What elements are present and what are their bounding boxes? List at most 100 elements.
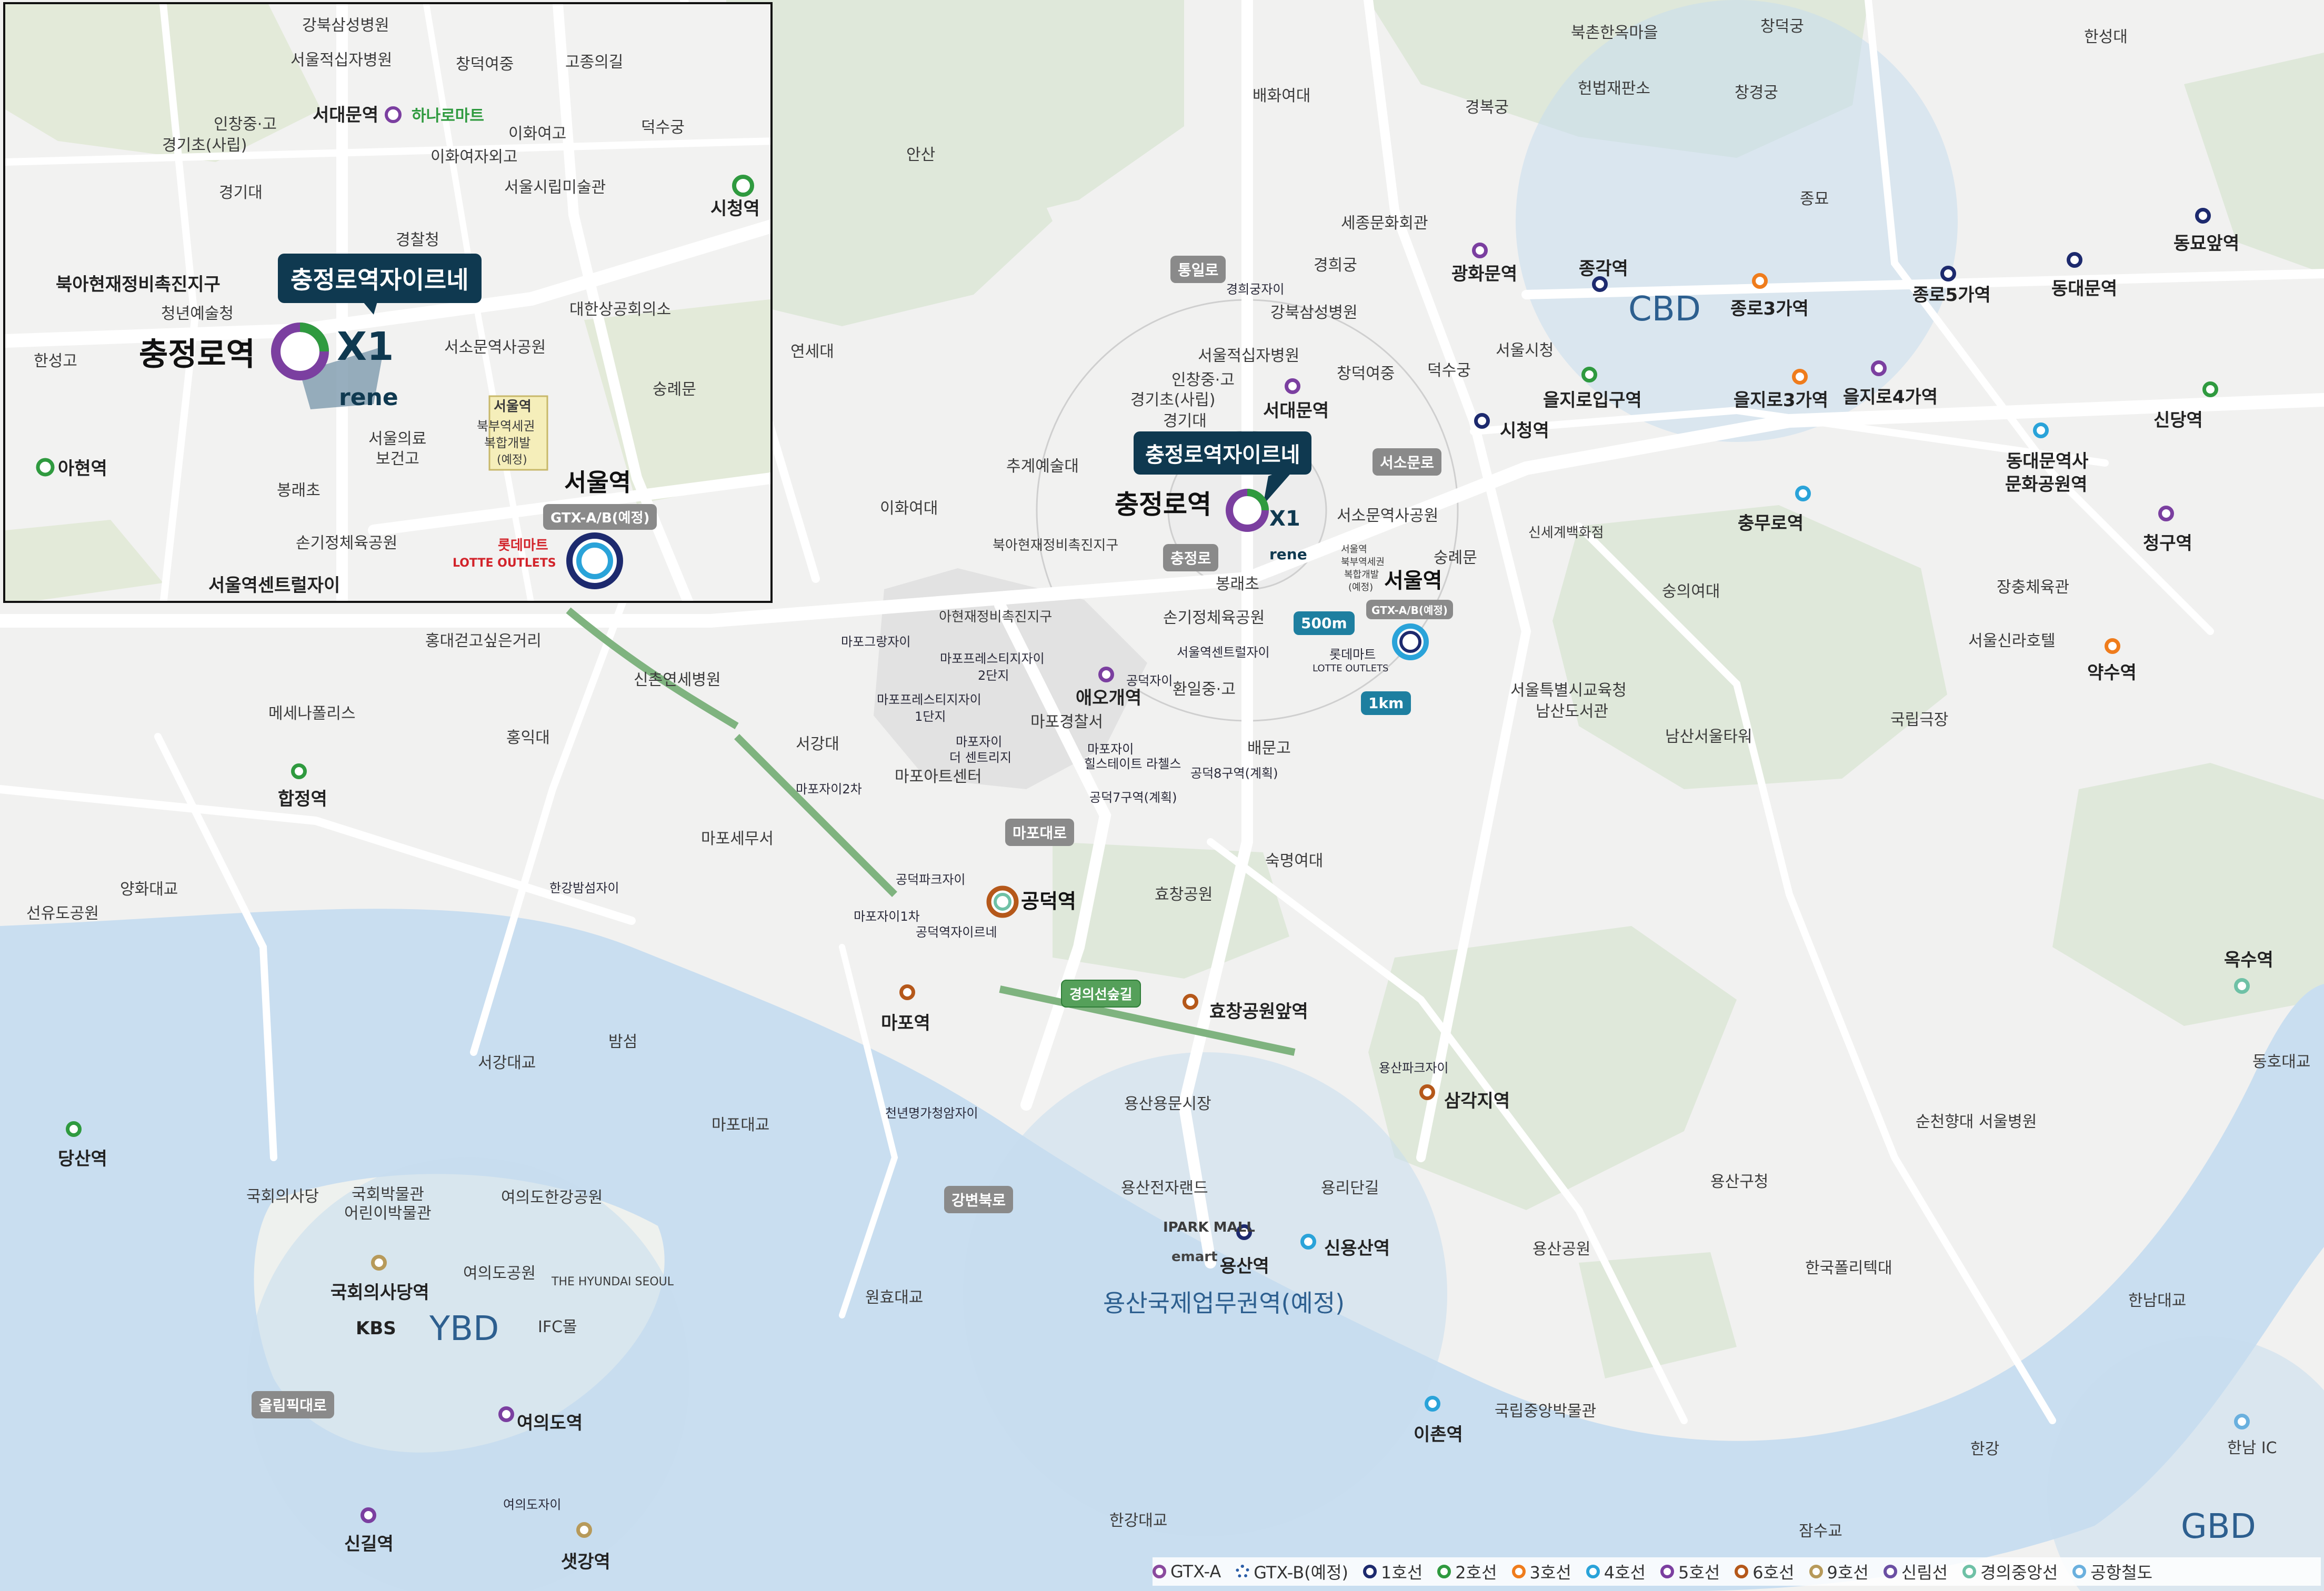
inset-rene-logo: rene <box>339 384 398 411</box>
label-ahyeon-dev: 아현재정비촉진지구 <box>939 609 1053 625</box>
label-yongsan-gu: 용산구청 <box>1710 1173 1769 1191</box>
station-dot-icon <box>371 1255 387 1271</box>
inset-police: 경찰청 <box>396 231 439 249</box>
label-ddp2: 문화공원역 <box>2005 474 2088 495</box>
tag-500m: 500m <box>1294 611 1355 635</box>
label-chugye: 추계예술대 <box>1006 457 1079 476</box>
label-jongmyo: 종묘 <box>1800 190 1829 208</box>
label-wonhyo: 원효대교 <box>865 1288 924 1307</box>
label-ydhangang: 여의도한강공원 <box>501 1189 603 1207</box>
station-dot-icon <box>1300 1234 1316 1250</box>
inset-seosomun-park: 서소문역사공원 <box>444 338 546 357</box>
label-mapo-xi1: 마포자이1차 <box>854 909 920 924</box>
label-changdeokgung: 창덕궁 <box>1760 17 1804 36</box>
inset-ewha-foreign: 이화여자외고 <box>430 148 518 166</box>
legend-swatch-icon <box>1236 1565 1250 1578</box>
label-mapo-xi2: 마포자이2차 <box>796 782 862 797</box>
legend-label: GTX-B(예정) <box>1254 1563 1349 1583</box>
label-chungjeongno-main: 충정로역 <box>1115 489 1211 520</box>
label-sungnyemun: 숭례문 <box>1434 549 1477 567</box>
inset-seoul-medical: 서울의료 <box>368 430 427 448</box>
label-dongho: 동호대교 <box>2252 1053 2311 1071</box>
tag-gyeongui-forest: 경의선숲길 <box>1061 980 1141 1008</box>
tag-olympic: 올림픽대로 <box>252 1391 334 1418</box>
inset-gojong: 고종의길 <box>565 53 624 72</box>
label-lotte-outlets: LOTTE OUTLETS <box>1313 663 1389 674</box>
legend-swatch-icon <box>1153 1565 1166 1578</box>
station-dot-icon <box>2202 381 2218 397</box>
legend-item: 공항철도 <box>2072 1559 2152 1584</box>
label-jongno3: 종로3가역 <box>1730 298 1809 319</box>
label-oksu: 옥수역 <box>2224 950 2273 971</box>
label-hansung: 한성대 <box>2084 28 2128 46</box>
legend-swatch-icon <box>1437 1565 1451 1578</box>
label-hangang-bam-xi: 한강밤섬자이 <box>549 881 619 895</box>
label-sinchon-hosp: 신촌연세병원 <box>634 671 721 689</box>
legend-swatch-icon <box>1883 1565 1897 1578</box>
label-ansan: 안산 <box>906 146 936 164</box>
label-yongsan-park: 용산공원 <box>1532 1240 1591 1258</box>
label-mapo-prestige1: 마포프레스티지자이 <box>877 692 981 707</box>
label-seoulstn-dev2: 북부역세권 <box>1341 557 1385 568</box>
label-bukahyeon: 북아현재정비촉진지구 <box>993 538 1119 553</box>
label-ifc: IFC몰 <box>538 1318 577 1336</box>
station-dot-icon <box>2195 208 2211 224</box>
label-mapo-art: 마포아트센터 <box>895 768 982 786</box>
label-gongdeok-park-xi: 공덕파크자이 <box>896 872 966 887</box>
label-mapo-xi-centri-b: 더 센트리지 <box>949 750 1012 765</box>
label-assembly: 국회의사당 <box>246 1187 319 1206</box>
label-saetgang: 샛강역 <box>561 1552 610 1573</box>
legend-item: GTX-B(예정) <box>1236 1559 1348 1584</box>
label-yanghwa: 양화대교 <box>120 880 178 899</box>
label-mapo-police: 마포경찰서 <box>1030 713 1103 731</box>
legend-label: 6호선 <box>1752 1563 1795 1583</box>
station-dot-icon <box>2105 638 2120 654</box>
inset-seoulstn-central: 서울역센트럴자이 <box>208 575 340 596</box>
label-bukchon: 북촌한옥마을 <box>1571 24 1658 42</box>
label-lottemart: 롯데마트 <box>1329 647 1376 662</box>
label-jongno5: 종로5가역 <box>1912 285 1991 306</box>
inset-gyeonggi-elem: 경기초(사립) <box>162 136 247 155</box>
inset-seoul-stn: 서울역 <box>564 468 631 497</box>
tag-gangbyeon: 강변북로 <box>944 1186 1014 1213</box>
label-yongsan-electro: 용산전자랜드 <box>1121 1179 1208 1197</box>
label-namsan-lib: 남산도서관 <box>1536 702 1608 721</box>
station-dot-icon <box>1472 243 1488 258</box>
inset-xi-logo: X1 <box>337 324 394 369</box>
label-yonsei: 연세대 <box>790 343 834 361</box>
label-baemun: 배문고 <box>1247 739 1291 758</box>
legend-item: 6호선 <box>1735 1559 1795 1584</box>
label-kids-museum: 어린이박물관 <box>344 1204 432 1223</box>
label-chungmuro: 충무로역 <box>1738 513 1804 534</box>
inset-kcci: 대한상공회의소 <box>569 300 672 319</box>
label-redcross: 서울적십자병원 <box>1198 347 1300 365</box>
tag-mapodaero: 마포대로 <box>1005 819 1075 846</box>
station-dot-icon <box>899 984 915 1000</box>
inset-sonkijung: 손기정체육공원 <box>296 534 398 552</box>
label-changgyeong: 창경궁 <box>1735 84 1778 102</box>
label-yongmun-market: 용산용문시장 <box>1124 1095 1211 1113</box>
label-jonggak: 종각역 <box>1579 258 1628 279</box>
label-sejong: 세종문화회관 <box>1341 214 1428 233</box>
station-dot-icon <box>1425 1396 1440 1412</box>
label-dongmyo: 동묘앞역 <box>2173 233 2240 254</box>
label-euljiro-ipgu: 을지로입구역 <box>1543 390 1642 411</box>
label-constitution: 헌법재판소 <box>1578 79 1650 98</box>
label-yaksu: 약수역 <box>2087 662 2137 683</box>
label-mapo-grand: 마포그랑자이 <box>841 635 911 649</box>
label-thehyundai: THE HYUNDAI SEOUL <box>552 1275 674 1288</box>
label-hangang: 한강 <box>1970 1440 2000 1458</box>
label-hyochang-park: 효창공원 <box>1155 885 1213 904</box>
station-dot-icon <box>1474 413 1490 429</box>
label-shinsegae: 신세계백화점 <box>1528 525 1604 541</box>
rene-logo-main: rene <box>1269 546 1307 563</box>
inset-changdeok-girls: 창덕여중 <box>456 55 514 74</box>
label-gongdeok7: 공덕7구역(계획) <box>1089 790 1177 805</box>
legend-item: 3호선 <box>1511 1559 1571 1584</box>
label-mapo-xi-hill-b: 힐스테이트 라첼스 <box>1084 757 1181 771</box>
station-dot-icon <box>576 1522 592 1538</box>
inset-gtx-tag: GTX-A/B(예정) <box>543 504 657 530</box>
label-mapo-prestige2b: 2단지 <box>978 668 1009 683</box>
label-hannam-ic: 한남 IC <box>2227 1439 2277 1457</box>
